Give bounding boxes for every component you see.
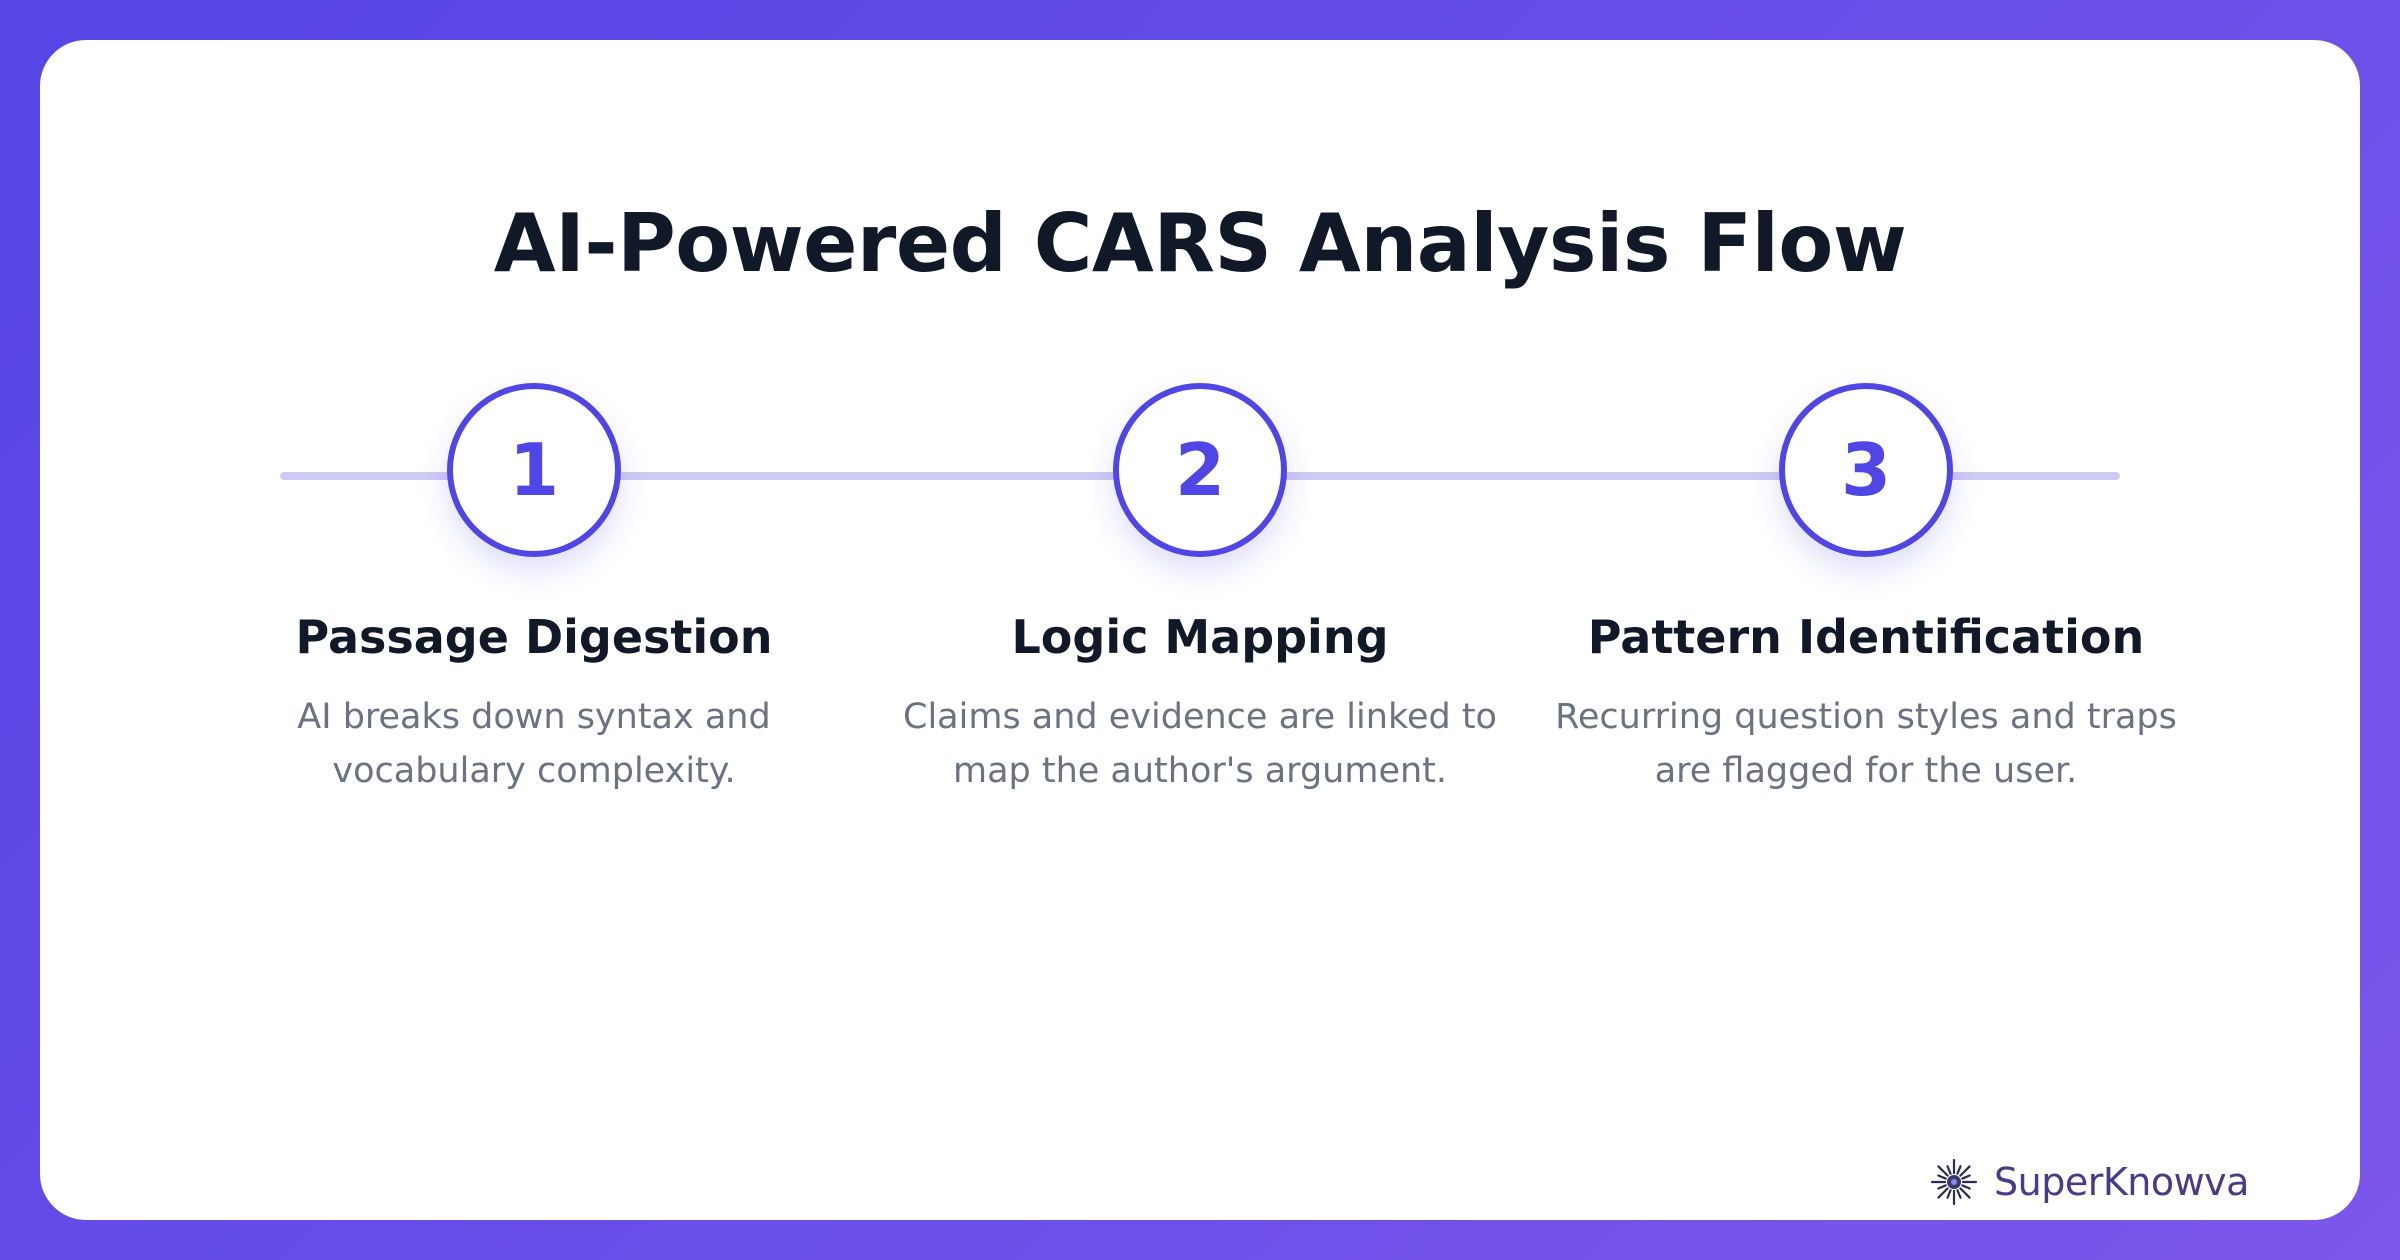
logo-ray bbox=[1961, 1184, 1971, 1190]
logo-ray bbox=[1961, 1174, 1971, 1180]
step-2-number-circle: 2 bbox=[1113, 383, 1287, 557]
starburst-logo-icon bbox=[1930, 1158, 1978, 1206]
logo-ray bbox=[1959, 1187, 1971, 1199]
content-card: AI-Powered CARS Analysis Flow 1 2 3 Pass… bbox=[40, 40, 2360, 1220]
page-title: AI-Powered CARS Analysis Flow bbox=[493, 197, 1907, 290]
brand-footer: SuperKnowva bbox=[1930, 1152, 2249, 1212]
logo-ray bbox=[1946, 1165, 1952, 1175]
logo-ray bbox=[1937, 1184, 1947, 1190]
logo-ray bbox=[1959, 1165, 1971, 1177]
step-1-number-circle: 1 bbox=[447, 383, 621, 557]
logo-ray bbox=[1937, 1174, 1947, 1180]
step-3-title: Pattern Identification bbox=[1587, 610, 2145, 664]
logo-ray bbox=[1956, 1165, 1962, 1175]
step-3-description: Recurring question styles and traps are … bbox=[1555, 697, 2177, 791]
logo-ray bbox=[1956, 1189, 1962, 1199]
logo-ray bbox=[1946, 1189, 1952, 1199]
step-1-title: Passage Digestion bbox=[295, 610, 773, 664]
logo-ray bbox=[1937, 1165, 1949, 1177]
step-1-description: AI breaks down syntax and vocabulary com… bbox=[297, 697, 771, 791]
step-3-number-circle: 3 bbox=[1779, 383, 1953, 557]
logo-ray bbox=[1937, 1187, 1949, 1199]
brand-name: SuperKnowva bbox=[1994, 1160, 2249, 1204]
step-2-title: Logic Mapping bbox=[1011, 610, 1389, 664]
step-2-description: Claims and evidence are linked to map th… bbox=[903, 697, 1497, 791]
